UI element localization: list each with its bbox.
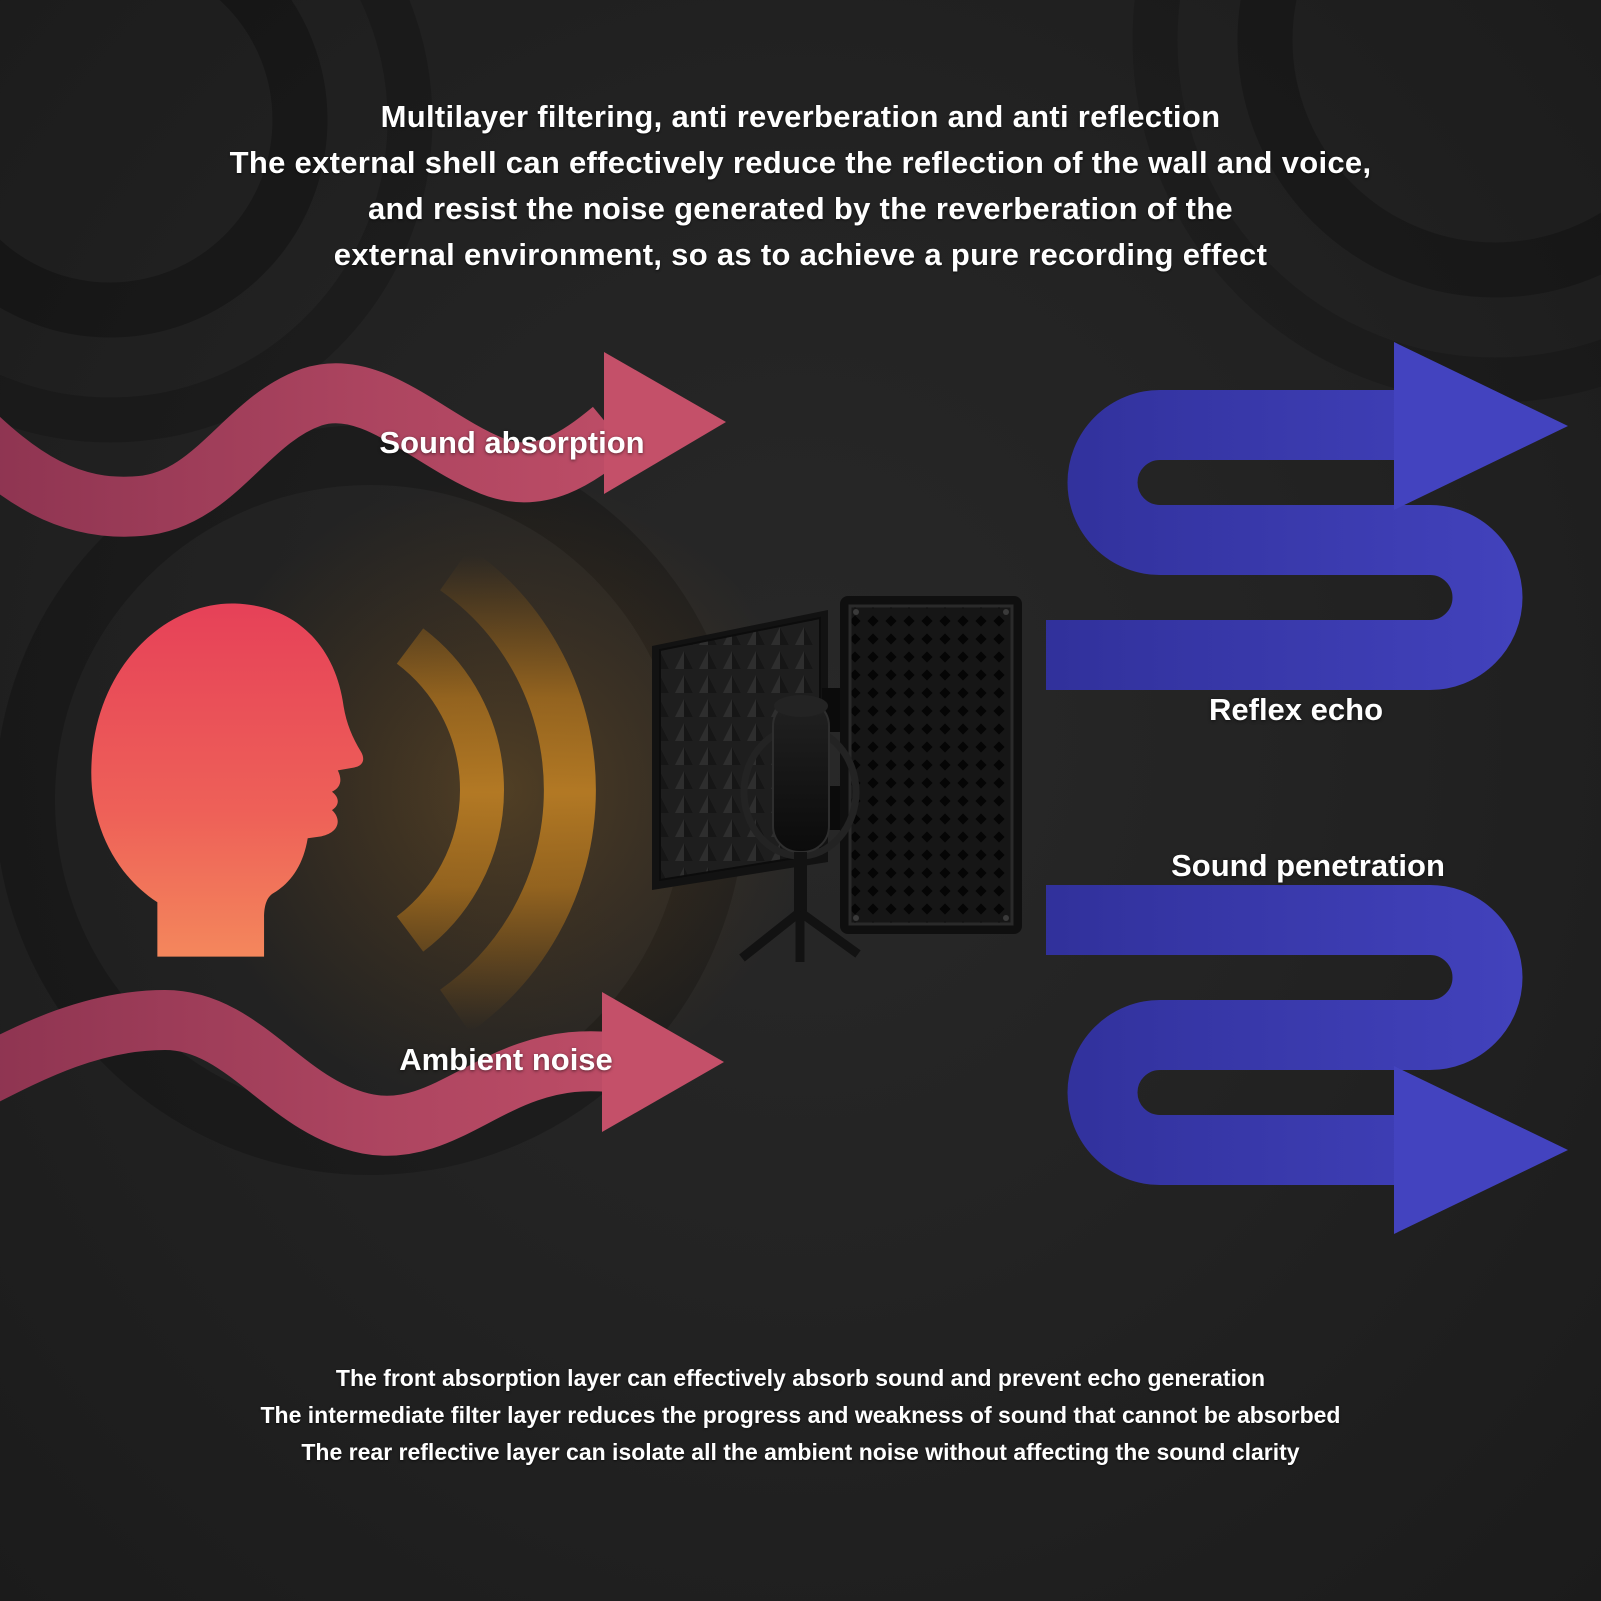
reflex-echo-arrow (1046, 342, 1568, 690)
arrowhead-icon (1394, 342, 1568, 510)
sound-absorption-arrow (0, 352, 726, 537)
label-sound-penetration: Sound penetration (1171, 848, 1445, 883)
label-reflex-echo: Reflex echo (1208, 692, 1384, 727)
sound-penetration-arrow (1046, 885, 1568, 1234)
sound-wave-arcs (396, 547, 596, 1033)
headline-line-1: Multilayer filtering, anti reverberation… (380, 99, 1221, 134)
ambient-noise-arrow (0, 989, 724, 1156)
label-ambient-noise: Ambient noise (399, 1042, 613, 1077)
arrowhead-icon (1394, 1066, 1568, 1234)
footer-line-1: The front absorption layer can effective… (335, 1365, 1266, 1391)
headline-line-2: The external shell can effectively reduc… (229, 145, 1372, 180)
footer-description: The front absorption layer can effective… (0, 1360, 1601, 1471)
arrowhead-icon (604, 352, 726, 494)
headline-line-3: and resist the noise generated by the re… (368, 191, 1233, 226)
microphone-isolation-shield (652, 596, 1022, 962)
condenser-microphone (772, 695, 830, 853)
headline: Multilayer filtering, anti reverberation… (0, 94, 1601, 278)
footer-line-2: The intermediate filter layer reduces th… (260, 1402, 1341, 1428)
mic-stand (739, 852, 861, 962)
footer-line-3: The rear reflective layer can isolate al… (301, 1439, 1300, 1465)
reflective-metal-panel (840, 596, 1022, 934)
head-silhouette (91, 603, 364, 957)
label-sound-absorption: Sound absorption (379, 425, 645, 460)
headline-line-4: external environment, so as to achieve a… (333, 237, 1268, 272)
arrowhead-icon (602, 992, 724, 1132)
